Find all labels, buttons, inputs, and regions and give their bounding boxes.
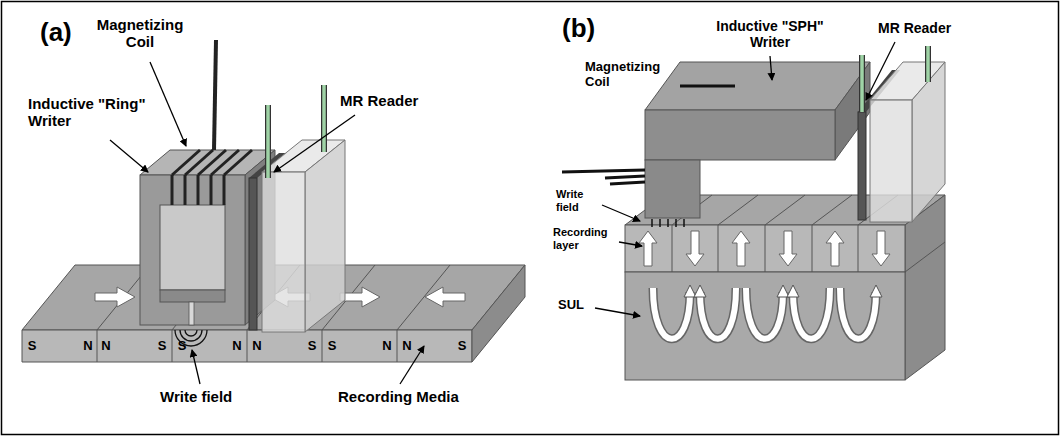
pole-letter: S [304, 339, 320, 354]
ring-writer [140, 40, 275, 346]
leader-lines-a [110, 62, 424, 384]
pole-letter: N [249, 339, 265, 354]
part-label: Recording layer [553, 226, 617, 251]
ring-reader [249, 85, 345, 332]
part-label: Inductive "Ring" Writer [28, 95, 146, 130]
part-label: Magnetizing Coil [585, 60, 675, 90]
part-label: Write field [160, 388, 232, 405]
part-label: Write field [556, 188, 600, 213]
leader-lines-b [595, 42, 895, 316]
sph-reader [858, 46, 945, 222]
pole-letter: N [379, 339, 395, 354]
pole-letter: N [229, 339, 245, 354]
perpendicular-media [625, 195, 945, 380]
part-label: Magnetizing Coil [84, 16, 196, 51]
pole-letter: N [98, 339, 114, 354]
part-label: MR Reader [878, 20, 951, 36]
part-label: Recording Media [338, 388, 459, 405]
pole-letter: N [399, 339, 415, 354]
pole-letter: S [174, 339, 190, 354]
pole-letter: S [24, 339, 40, 354]
pole-letter: N [80, 339, 96, 354]
pole-letter: S [324, 339, 340, 354]
pole-letter: S [454, 339, 470, 354]
part-label: SUL [558, 298, 584, 313]
panel-letter: (a) [40, 18, 72, 48]
part-label: Inductive "SPH" Writer [708, 18, 832, 50]
part-label: MR Reader [340, 92, 418, 109]
pole-letter: S [154, 339, 170, 354]
panel-letter: (b) [562, 14, 595, 44]
